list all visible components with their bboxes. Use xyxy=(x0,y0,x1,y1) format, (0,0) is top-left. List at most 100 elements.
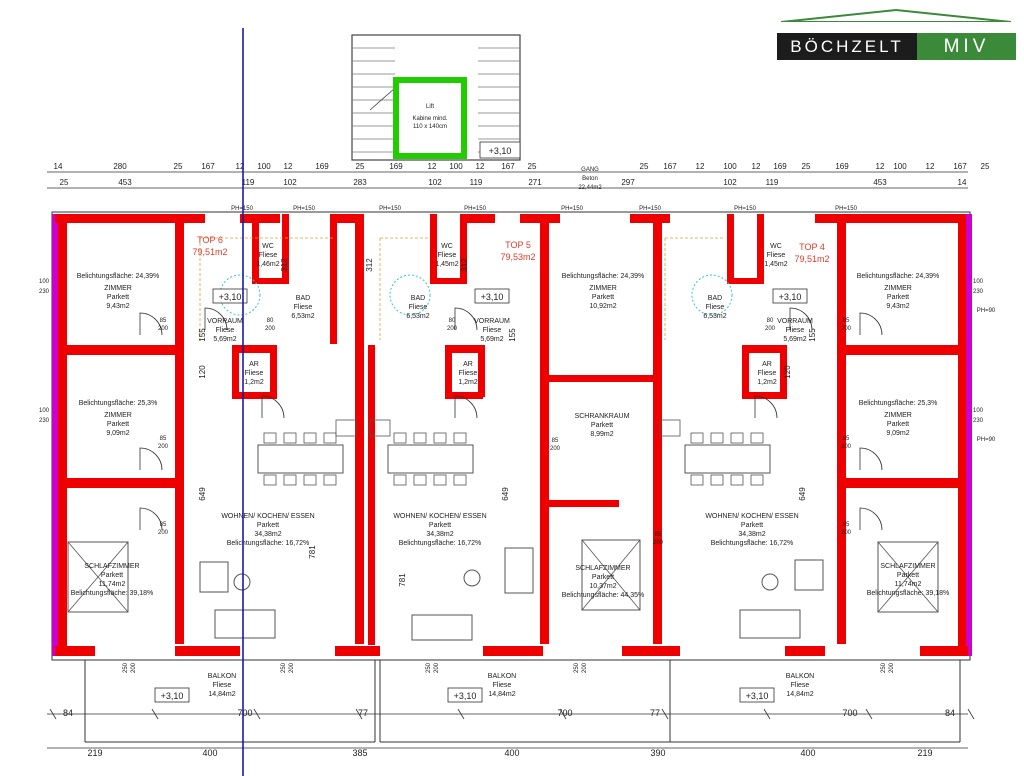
door-height-2: 200 xyxy=(158,530,169,536)
ar-wall-a-right xyxy=(270,345,277,397)
door-width-2: 85 xyxy=(160,522,167,528)
corridor-wall-b xyxy=(540,214,549,644)
wall-finish-right xyxy=(966,214,972,656)
dim-second-11: 453 xyxy=(873,178,887,187)
room-name-ar_b: AR xyxy=(463,361,473,368)
cooktop-icon xyxy=(369,419,391,437)
room-area-zimmer_c1: 9,43m2 xyxy=(886,303,909,310)
shower-tray-0 xyxy=(219,274,261,316)
chair-icon xyxy=(263,432,277,444)
ar-wall-c-right xyxy=(780,345,787,397)
balcony-floor-0: Fliese xyxy=(213,682,232,689)
room-area-zimmer_a1: 9,43m2 xyxy=(106,303,129,310)
balcony-level-1: +3,10 xyxy=(454,691,477,701)
room-floor-wohnen_a: Parkett xyxy=(257,522,279,529)
dim-155-0: 155 xyxy=(198,328,207,342)
dining-table-1 xyxy=(387,444,474,474)
chair-icon xyxy=(393,432,407,444)
dim-top-14: 25 xyxy=(528,162,537,171)
room-floor-schrank_b: Parkett xyxy=(591,422,613,429)
dim-bottom-4: 77 xyxy=(650,708,660,718)
ar-wall-b-top xyxy=(445,345,483,353)
chair-icon xyxy=(283,432,297,444)
room-name-zimmer_b: ZIMMER xyxy=(589,285,617,292)
room-floor-schlaf_a: Parkett xyxy=(101,572,123,579)
dim-second-0: 25 xyxy=(60,178,69,187)
room-floor-vorraum_a: Fliese xyxy=(216,327,235,334)
balcony-door-w-3: 250 xyxy=(574,662,580,673)
door-swing-0 xyxy=(139,312,163,336)
dim-top-8: 25 xyxy=(356,162,365,171)
door-height-3: 200 xyxy=(550,446,561,452)
balcony-door-h-2: 200 xyxy=(434,662,440,673)
room-area-zimmer_a2: 9,09m2 xyxy=(106,430,129,437)
dim-649-0: 649 xyxy=(198,487,207,501)
chair-icon xyxy=(263,474,277,486)
door-width-5: 85 xyxy=(843,436,850,442)
party-wall-1 xyxy=(355,214,364,644)
dim-649-1: 649 xyxy=(501,487,510,501)
level-marker-2: +3,10 xyxy=(779,292,802,302)
room-name-bad_b: BAD xyxy=(411,295,425,302)
level-marker-box-0 xyxy=(212,288,248,304)
logo-text-miv: MIV xyxy=(917,33,1016,60)
room-name-wohnen_a: WOHNEN/ KOCHEN/ ESSEN xyxy=(221,513,314,520)
bath-wall-a xyxy=(330,214,337,344)
room-area-schlaf_c: 11,74m2 xyxy=(895,581,922,588)
balcony-door-h-0: 200 xyxy=(131,662,137,673)
balcony-door-h-1: 200 xyxy=(289,662,295,673)
ph90-right-1: PH=90 xyxy=(977,308,996,314)
room-floor-zimmer_b: Parkett xyxy=(592,294,614,301)
ph-label-3: PH=150 xyxy=(464,206,487,212)
room-area-zimmer_b: 10,92m2 xyxy=(589,303,616,310)
balcony-door-h-4: 200 xyxy=(889,662,895,673)
party-wall-2 xyxy=(653,214,662,644)
room-name-bad_a: BAD xyxy=(296,295,310,302)
lift-line2: 110 x 140cm xyxy=(413,124,447,130)
dim-781-0: 781 xyxy=(308,545,317,559)
ar-wall-c-bottom xyxy=(742,392,787,399)
chair-icon xyxy=(413,474,427,486)
balcony-area-0: 14,84m2 xyxy=(208,691,235,698)
gang-name: GANG xyxy=(581,167,599,173)
room-name-zimmer_a2: ZIMMER xyxy=(104,412,132,419)
exterior-wall-top-0 xyxy=(55,214,205,223)
dim-top-2: 25 xyxy=(174,162,183,171)
ph-label-1: PH=150 xyxy=(293,206,316,212)
dim-top-24: 12 xyxy=(876,162,885,171)
dim-second-7: 271 xyxy=(528,178,542,187)
room-area-wc_a: 1,46m2 xyxy=(256,261,279,268)
dim-second-12: 14 xyxy=(958,178,967,187)
ar-wall-b-right xyxy=(478,345,485,397)
dim-last-0: 219 xyxy=(87,748,102,758)
dim-155-2: 155 xyxy=(808,328,817,342)
room-wall-a2 xyxy=(67,478,177,488)
room-light-zimmer_c2: Belichtungsfläche: 25,3% xyxy=(859,400,938,407)
room-area-bad_a: 6,53m2 xyxy=(291,313,314,320)
dim-649-2: 649 xyxy=(798,487,807,501)
room-name-vorraum_c: VORRAUM xyxy=(777,318,813,325)
sofa-icon xyxy=(411,614,473,641)
balcony-area-1: 14,84m2 xyxy=(488,691,515,698)
room-area-wc_b: 1,45m2 xyxy=(435,261,458,268)
ph-label-5: PH=150 xyxy=(639,206,662,212)
room-area-schrank_b: 8,99m2 xyxy=(590,431,613,438)
dim-top-9: 169 xyxy=(389,162,403,171)
ar-wall-b-left xyxy=(445,345,452,397)
room-floor-wc_b: Fliese xyxy=(438,252,457,259)
balcony-area-2: 14,84m2 xyxy=(786,691,813,698)
dim-top-3: 167 xyxy=(201,162,215,171)
dim-bottom-3: 700 xyxy=(557,708,572,718)
balcony-name-0: BALKON xyxy=(208,673,236,680)
dim-312-0: 312 xyxy=(280,258,289,272)
logo-roof-icon xyxy=(781,8,1011,22)
wc-wall-a-bottom xyxy=(252,278,289,284)
dim-bottom-1: 700 xyxy=(237,708,252,718)
room-floor-wohnen_b: Parkett xyxy=(429,522,451,529)
chair-icon xyxy=(303,474,317,486)
exterior-wall-top-6 xyxy=(815,214,965,223)
dim-bottom-6: 84 xyxy=(945,708,955,718)
ph-label-2: PH=150 xyxy=(379,206,402,212)
room-wall-b1 xyxy=(549,375,653,382)
